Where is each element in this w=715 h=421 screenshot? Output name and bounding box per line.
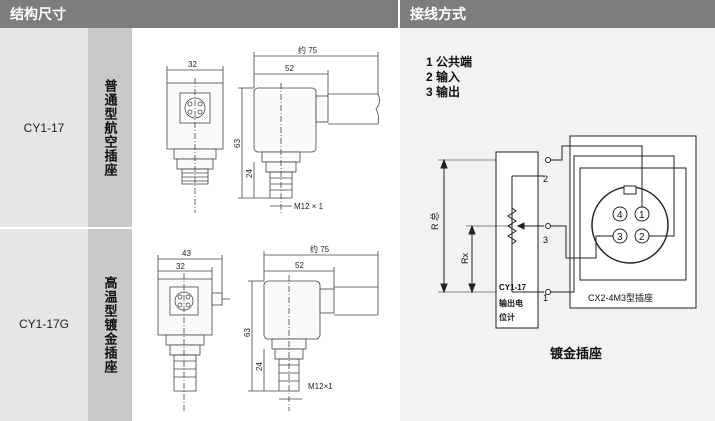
row2-height-label: 63 xyxy=(243,328,252,337)
legend-output: 3 输出 xyxy=(426,84,460,99)
rx-label: Rx xyxy=(460,253,470,264)
row1-front-width-label: 32 xyxy=(188,60,197,69)
row1-model-label: CY1-17 xyxy=(23,121,65,135)
socket-pin-4: 4 xyxy=(617,210,623,221)
terminal-3-label: 3 xyxy=(543,235,548,245)
row-separator xyxy=(0,227,398,229)
r-total-label: R 总 xyxy=(429,212,440,230)
structure-dimensions-header: 结构尺寸 xyxy=(0,0,398,28)
socket-pin-3: 3 xyxy=(617,232,623,243)
terminal-2-label: 2 xyxy=(543,174,548,184)
sensor-label-line3: 位计 xyxy=(499,312,515,322)
socket-pin-2: 2 xyxy=(639,232,645,243)
row2-model-label: CY1-17G xyxy=(18,317,70,331)
socket-pin-1: 1 xyxy=(639,210,645,221)
row2-body-length-label: 52 xyxy=(295,261,304,270)
sensor-label-line2: 输出电 xyxy=(499,298,523,308)
sensor-label-model: CY1-17 xyxy=(499,283,527,292)
row1-model-cell xyxy=(0,28,88,227)
legend-input: 2 输入 xyxy=(426,69,460,84)
row1-thread-length-label: 24 xyxy=(245,169,254,178)
row2-overall-width-label: 43 xyxy=(182,249,191,258)
row2-model-cell xyxy=(0,229,88,421)
row2-type-cell xyxy=(88,229,132,421)
row1-type-label: 普通型航空插座 xyxy=(102,78,118,177)
legend-common: 1 公共端 xyxy=(426,54,472,69)
row1-thread-label: M12 × 1 xyxy=(294,202,324,211)
row2-dimension-drawing: 43 32 约 75 52 63 24 M12×1 xyxy=(157,244,379,411)
wiring-diagram: 1 公共端 2 输入 3 输出 CY1-17 输出电 位计 2 3 1 xyxy=(426,54,697,361)
row2-length-label: 约 75 xyxy=(310,244,330,254)
row2-front-width-label: 32 xyxy=(176,262,185,271)
row1-length-label: 约 75 xyxy=(298,45,318,55)
wiring-caption: 镀金插座 xyxy=(550,346,602,361)
row2-type-label: 高温型镀金插座 xyxy=(102,276,118,374)
terminal-1-label: 1 xyxy=(543,293,548,303)
wiring-method-header: 接线方式 xyxy=(400,0,715,28)
column-gap xyxy=(398,0,400,421)
row1-height-label: 63 xyxy=(233,139,242,148)
row2-thread-label: M12×1 xyxy=(308,382,333,391)
row1-type-cell xyxy=(88,28,132,227)
row2-thread-length-label: 24 xyxy=(255,362,264,371)
socket-model-label: CX2-4M3型插座 xyxy=(588,292,653,303)
row1-body-length-label: 52 xyxy=(285,64,294,73)
row1-dimension-drawing: 32 约 75 52 63 24 M12 × 1 xyxy=(166,45,380,213)
